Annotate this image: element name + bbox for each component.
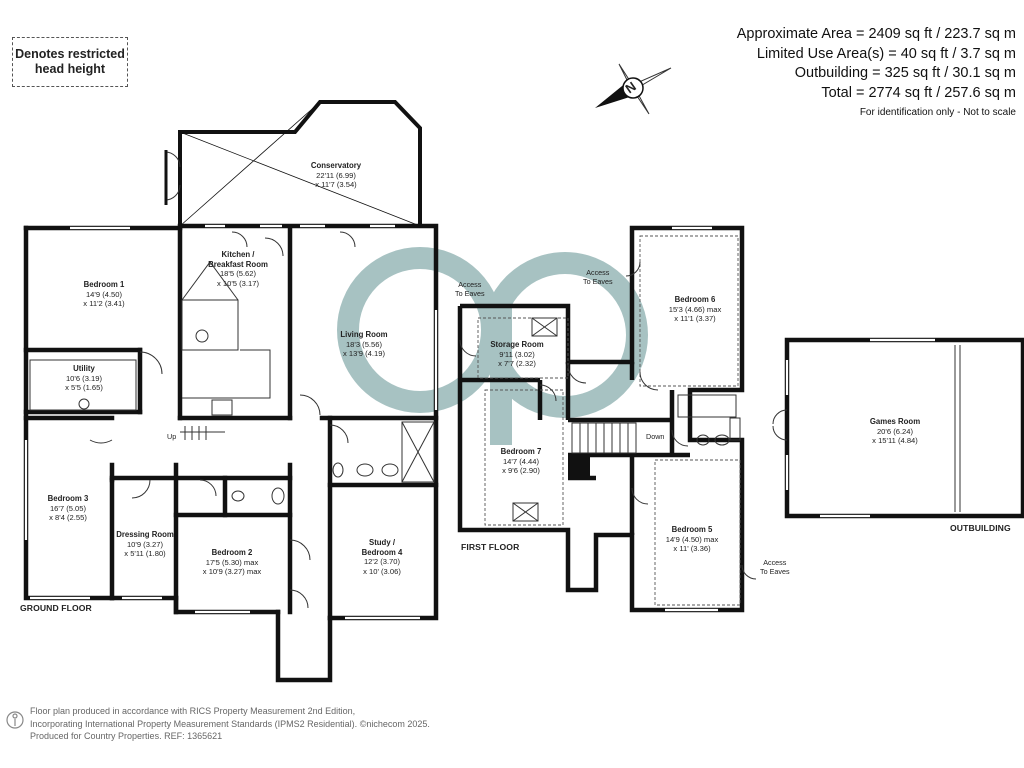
outbuilding-title: OUTBUILDING: [950, 523, 1011, 533]
stairs-up-label: Up: [167, 432, 177, 441]
legend-line-2: head height: [34, 62, 106, 76]
footer-credits: Floor plan produced in accordance with R…: [30, 705, 430, 743]
outbuilding-area: Outbuilding = 325 sq ft / 30.1 sq m: [794, 65, 1016, 81]
footer-line-3: Produced for Country Properties. REF: 13…: [30, 731, 223, 741]
area-summary: Approximate Area = 2409 sq ft / 223.7 sq…: [737, 25, 1016, 120]
compass-icon: [595, 63, 672, 115]
first-floor-stair-block: [568, 455, 590, 477]
scale-note: For identification only - Not to scale: [859, 107, 1016, 118]
approx-area: Approximate Area = 2409 sq ft / 223.7 sq…: [736, 26, 1016, 42]
first-windows: [665, 226, 718, 612]
person-icon: [6, 711, 24, 729]
footer-line-2: Incorporating International Property Mea…: [30, 718, 430, 729]
conservatory-walls: [178, 100, 422, 227]
first-floor-title: FIRST FLOOR: [461, 542, 520, 552]
first-fixtures: [459, 261, 757, 580]
limited-area: Limited Use Area(s) = 40 sq ft / 3.7 sq …: [756, 45, 1016, 62]
stairs-down-label: Down: [646, 432, 665, 441]
ground-fixtures: [29, 151, 435, 609]
legend-line-1: Denotes restricted: [15, 47, 125, 61]
restricted-height-legend: Denotes restricted head height: [12, 37, 128, 87]
first-restricted-lines: [477, 235, 741, 606]
access-eaves-label-bedroom5: Access To Eaves: [760, 558, 790, 576]
outbuilding-fixtures: [772, 345, 961, 512]
outbuilding-windows: [785, 338, 935, 518]
total-area: Total = 2774 sq ft / 257.6 sq m: [821, 84, 1016, 101]
ground-windows: [24, 224, 438, 620]
ground-floor-title: GROUND FLOOR: [20, 603, 92, 613]
access-eaves-label-storage: Access To Eaves: [455, 280, 485, 298]
watermark-logo: [337, 247, 648, 445]
access-eaves-label-bedroom6: Access To Eaves: [583, 268, 613, 286]
footer-line-1: Floor plan produced in accordance with R…: [30, 706, 356, 716]
